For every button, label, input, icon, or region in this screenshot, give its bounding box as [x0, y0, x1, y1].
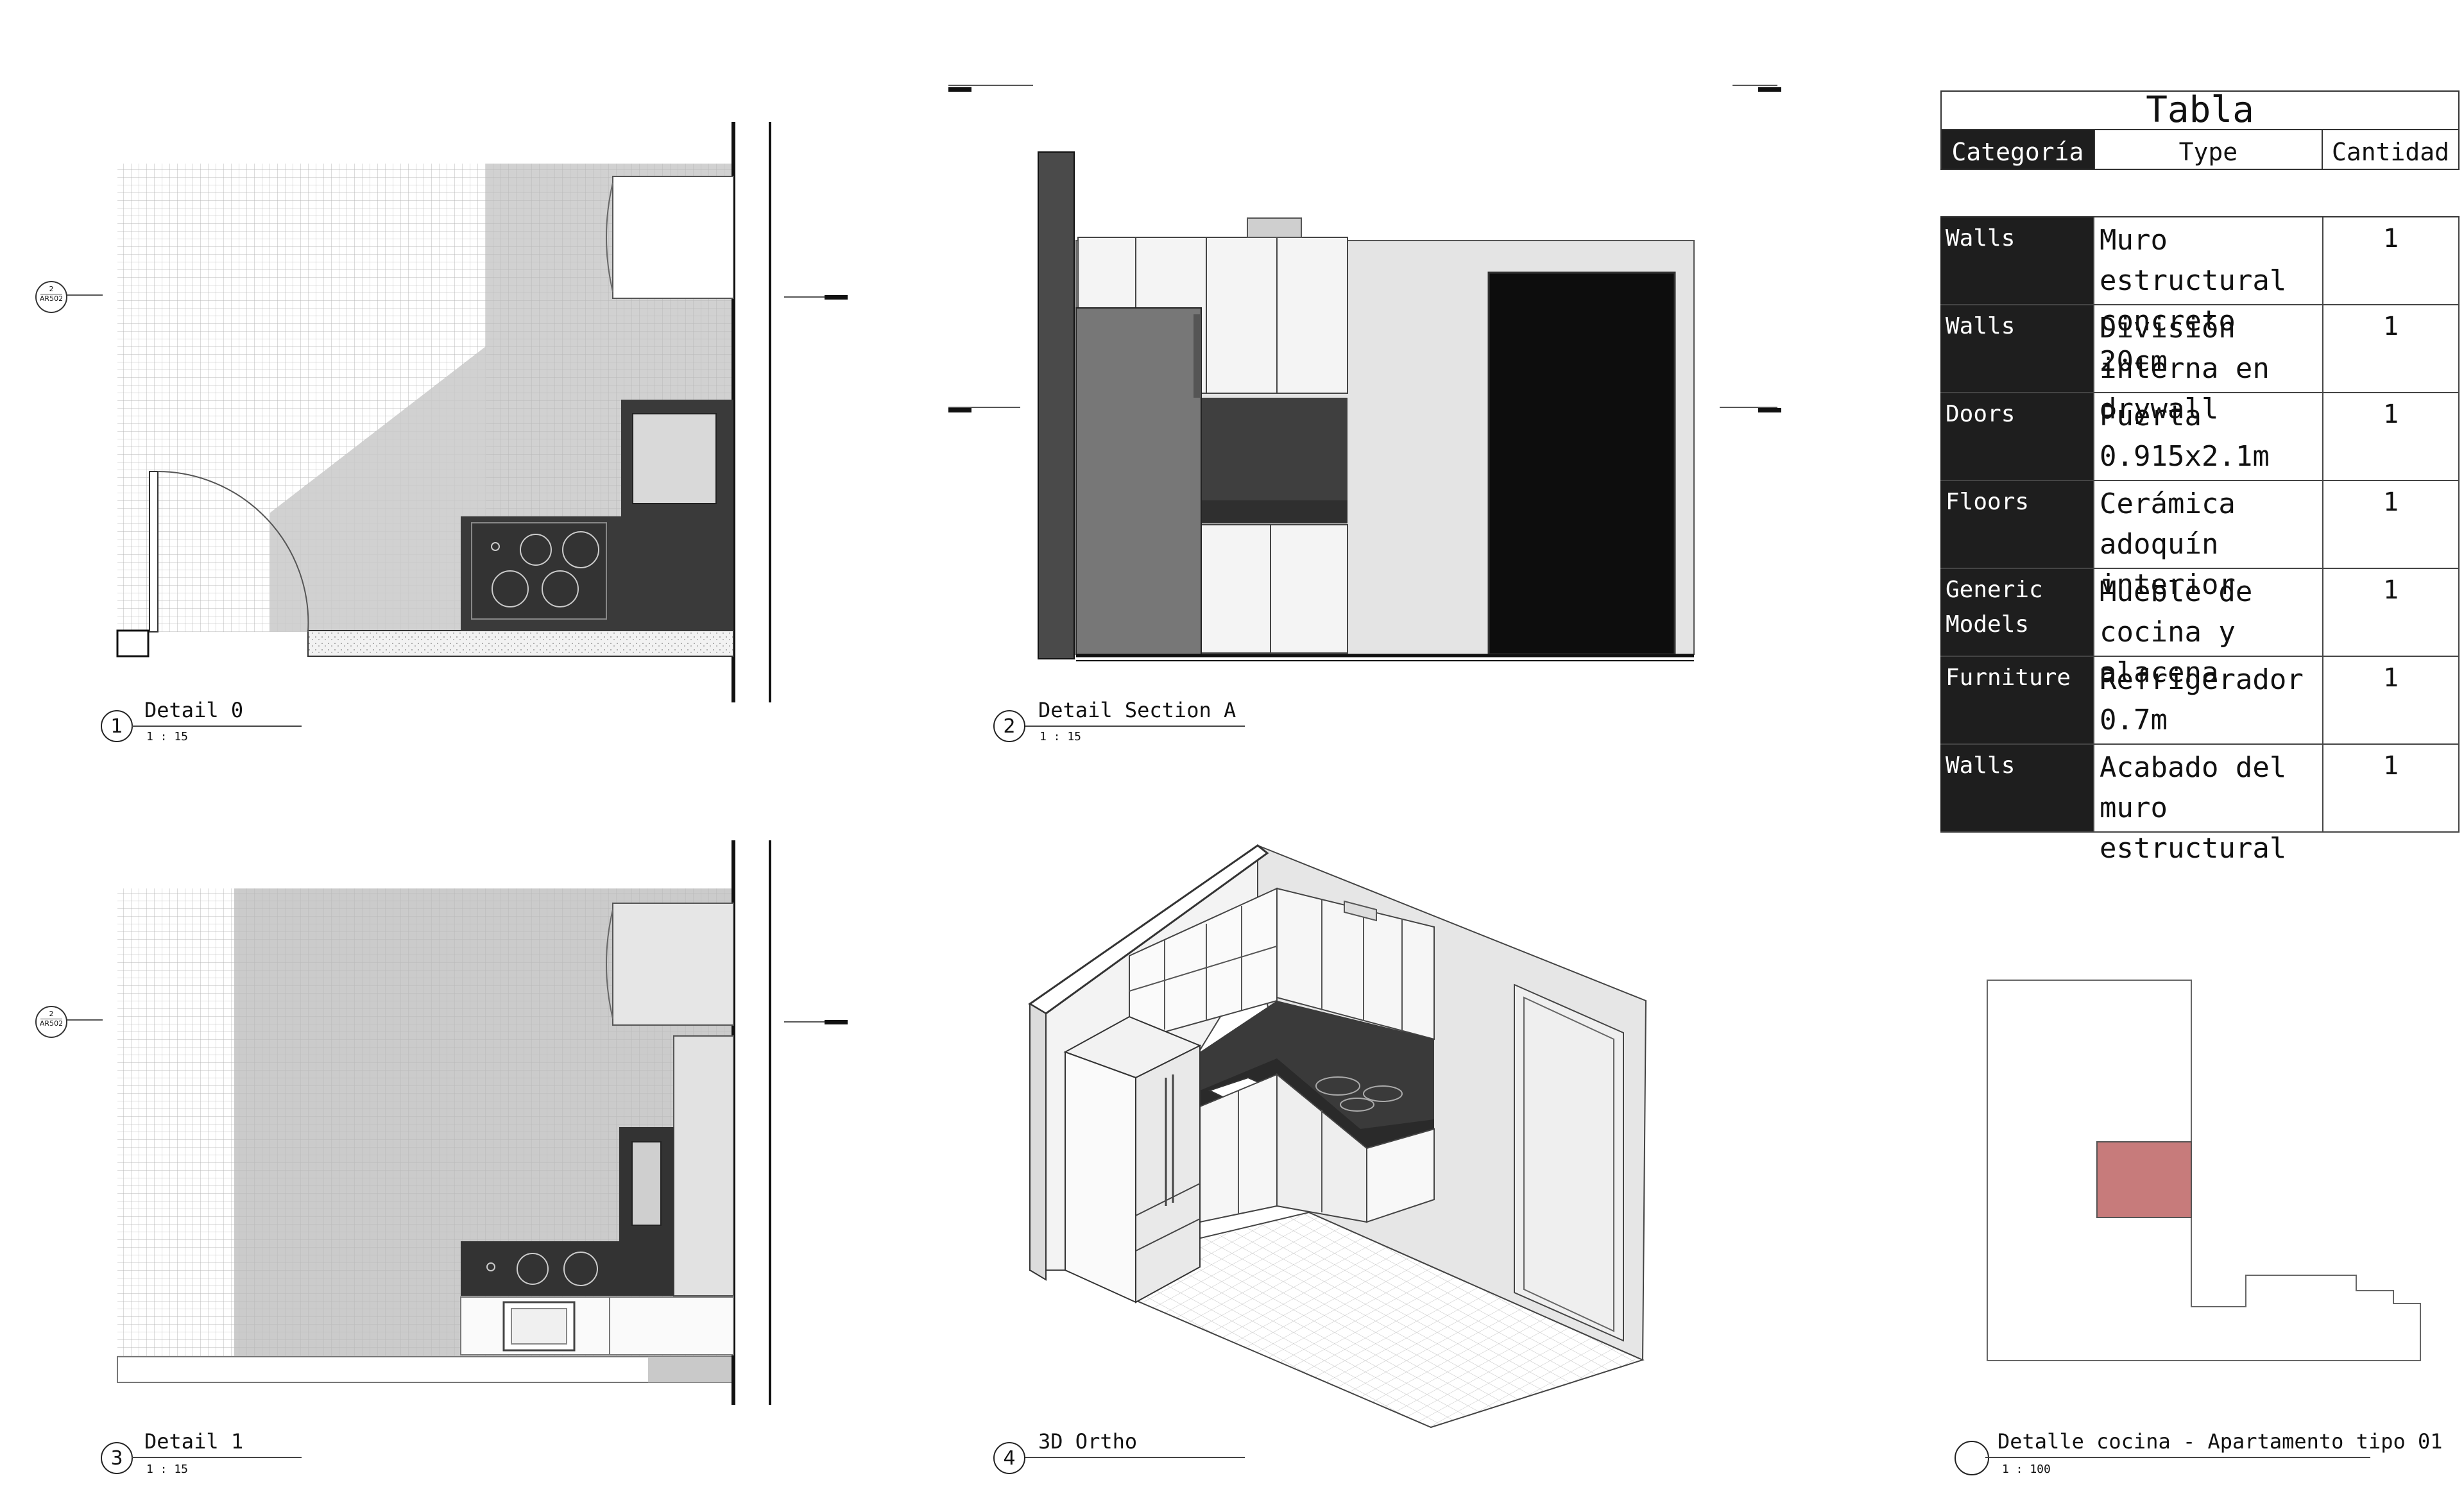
view-title[interactable]: Detalle cocina - Apartamento tipo 01: [1998, 1429, 2443, 1454]
schedule-table: Tabla Categoría Type Cantidad Walls Muro…: [1940, 90, 2460, 865]
cell-quantity: 1: [2322, 305, 2460, 392]
cell-type: Muro estructural concreto 20cm: [2093, 217, 2322, 378]
section-tag[interactable]: 2 AR502: [35, 281, 67, 313]
table-row[interactable]: Walls División interna en drywall 1: [1940, 305, 2460, 425]
table-row[interactable]: Floors Cerámica adoquín interior 1: [1940, 481, 2460, 601]
cell-type: Acabado del muro estructural: [2093, 745, 2322, 865]
cell-type: Cerámica adoquín interior: [2093, 481, 2322, 601]
view-scale: 1 : 15: [146, 730, 189, 743]
isometric-view-3d-ortho: [1028, 844, 1647, 1429]
view-number-badge: [1955, 1441, 1989, 1475]
schedule-body: Walls Muro estructural concreto 20cm 1 W…: [1940, 216, 2460, 865]
cell-quantity: 1: [2322, 393, 2460, 480]
table-row[interactable]: Furniture Refrigerador 0.7m 1: [1940, 657, 2460, 745]
plan-view-detail-1: [61, 840, 848, 1405]
view-title[interactable]: 3D Ortho: [1038, 1429, 1138, 1454]
view-title-underline: [1025, 1457, 1245, 1458]
view-scale: 1 : 15: [146, 1463, 189, 1476]
header-category[interactable]: Categoría: [1942, 130, 2094, 169]
view-title[interactable]: Detail 1: [144, 1429, 244, 1454]
table-row[interactable]: Walls Muro estructural concreto 20cm 1: [1940, 217, 2460, 378]
table-row[interactable]: Walls Acabado del muro estructural 1: [1940, 745, 2460, 865]
section-tag-sheet-ref: AR502: [39, 1019, 64, 1028]
cell-quantity: 1: [2322, 481, 2460, 568]
cell-type: División interna en drywall: [2093, 305, 2322, 425]
view-scale: 1 : 15: [1040, 730, 1082, 743]
section-tag-sheet-number: 2: [40, 1010, 62, 1019]
view-title-underline: [132, 1457, 302, 1458]
cell-quantity: 1: [2322, 569, 2460, 656]
cell-category: Walls: [1940, 305, 2093, 392]
view-scale: 1 : 100: [2002, 1463, 2051, 1476]
section-tag-sheet-ref: AR502: [39, 294, 64, 303]
header-quantity[interactable]: Cantidad: [2322, 130, 2458, 169]
cell-quantity: 1: [2322, 657, 2460, 743]
view-title[interactable]: Detail Section A: [1038, 698, 1236, 722]
cell-type: Refrigerador 0.7m: [2093, 657, 2322, 743]
cell-category: Floors: [1940, 481, 2093, 568]
view-title-underline: [132, 726, 302, 727]
cell-category: Doors: [1940, 393, 2093, 480]
section-tag-sheet-number: 2: [40, 285, 62, 294]
table-row[interactable]: Doors Puerta 0.915x2.1m 1: [1940, 393, 2460, 481]
cell-category: Walls: [1940, 217, 2093, 304]
cell-category: Furniture: [1940, 657, 2093, 743]
view-number-badge: 4: [993, 1442, 1025, 1474]
table-row[interactable]: Generic Models Mueble de cocina y alacen…: [1940, 569, 2460, 689]
cell-quantity: 1: [2322, 745, 2460, 831]
cell-type: Mueble de cocina y alacena: [2093, 569, 2322, 689]
view-title-underline: [1985, 1457, 2370, 1458]
header-type[interactable]: Type: [2093, 130, 2322, 169]
section-view-detail-a: [948, 85, 1781, 661]
view-title-underline: [1025, 726, 1245, 727]
plan-view-detail-0: [61, 122, 848, 702]
schedule-header-row: Categoría Type Cantidad: [1940, 129, 2460, 170]
cell-category: Generic Models: [1940, 569, 2093, 656]
key-plan: [1987, 980, 2421, 1361]
schedule-title: Tabla: [1940, 90, 2460, 129]
cell-category: Walls: [1940, 745, 2093, 831]
highlighted-kitchen-area: [2096, 1141, 2192, 1218]
cell-quantity: 1: [2322, 217, 2460, 304]
view-number-badge: 3: [101, 1442, 133, 1474]
section-tag[interactable]: 2 AR502: [35, 1006, 67, 1038]
view-number-badge: 2: [993, 710, 1025, 742]
view-number-badge: 1: [101, 710, 133, 742]
cell-type: Puerta 0.915x2.1m: [2093, 393, 2322, 480]
view-title[interactable]: Detail 0: [144, 698, 244, 722]
